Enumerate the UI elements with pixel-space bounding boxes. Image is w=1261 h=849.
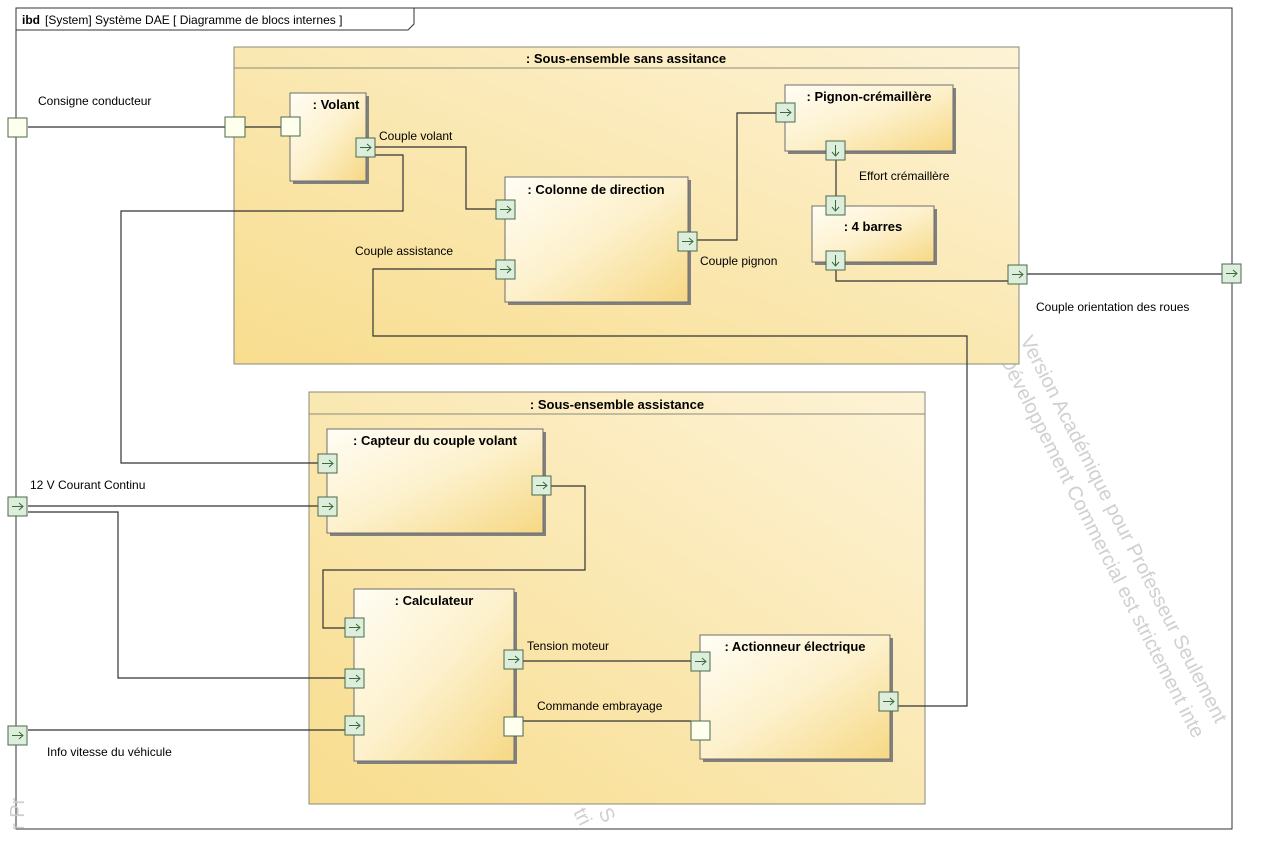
port-colonne-in-volant[interactable]: [495, 199, 516, 220]
connector-4barres-out[interactable]: [835, 270, 1008, 282]
port-capteur-in-courant[interactable]: [317, 496, 338, 517]
port-actionneur-embrayage[interactable]: [690, 720, 711, 741]
label-courant: 12 V Courant Continu: [30, 478, 145, 492]
port-calculateur-embrayage[interactable]: [503, 716, 524, 737]
right-arrow-icon: [1012, 270, 1024, 279]
port-pignon-out[interactable]: [825, 140, 846, 161]
port-calculateur-in-vitesse[interactable]: [344, 715, 365, 736]
down-arrow-icon: [831, 145, 840, 157]
label-couple-assistance: Couple assistance: [355, 244, 453, 258]
right-arrow-icon: [780, 108, 792, 117]
frame-tab: [16, 8, 415, 31]
label-tension: Tension moteur: [527, 639, 609, 653]
port-actionneur-in-tension[interactable]: [690, 651, 711, 672]
block-title-actionneur: : Actionneur électrique: [724, 639, 865, 654]
port-pignon-in[interactable]: [775, 102, 796, 123]
port-4barres-in[interactable]: [825, 195, 846, 216]
right-arrow-icon: [695, 657, 707, 666]
block-title-4-barres: : 4 barres: [844, 219, 903, 234]
port-calculateur-out-tension[interactable]: [503, 649, 524, 670]
right-arrow-icon: [1226, 269, 1238, 278]
right-arrow-icon: [883, 697, 895, 706]
block-title-capteur: : Capteur du couple volant: [353, 433, 518, 448]
port-colonne-in-assistance[interactable]: [495, 259, 516, 280]
port-4barres-out[interactable]: [825, 250, 846, 271]
port-capteur-in-couple[interactable]: [317, 453, 338, 474]
block-title-assistance: : Sous-ensemble assistance: [530, 397, 704, 412]
block-title-calculateur: : Calculateur: [395, 593, 474, 608]
down-arrow-icon: [831, 255, 840, 267]
frame-header: ibd[System] Système DAE [ Diagramme de b…: [22, 13, 342, 27]
label-consigne: Consigne conducteur: [38, 94, 151, 108]
port-capteur-out[interactable]: [531, 475, 552, 496]
block-volant[interactable]: [289, 92, 367, 182]
block-capteur-couple-volant[interactable]: [326, 428, 544, 534]
right-arrow-icon: [500, 205, 512, 214]
right-arrow-icon: [322, 502, 334, 511]
port-volant-out[interactable]: [355, 137, 376, 158]
port-calculateur-in-capteur[interactable]: [344, 617, 365, 638]
connectors: [28, 112, 1222, 731]
label-embrayage: Commande embrayage: [537, 699, 663, 713]
right-arrow-icon: [322, 459, 334, 468]
right-arrow-icon: [349, 721, 361, 730]
block-colonne-de-direction[interactable]: [504, 176, 689, 303]
label-couple-roues: Couple orientation des roues: [1036, 300, 1189, 314]
block-actionneur-electrique[interactable]: [699, 634, 891, 760]
right-arrow-icon: [500, 265, 512, 274]
right-arrow-icon: [682, 237, 694, 246]
label-couple-volant: Couple volant: [379, 129, 453, 143]
port-actionneur-out[interactable]: [878, 691, 899, 712]
block-pignon-cremaillere[interactable]: [784, 84, 954, 152]
watermark-fragment-left: r Pr: [7, 797, 29, 830]
down-arrow-icon: [831, 200, 840, 212]
connector-couple-volant[interactable]: [375, 146, 496, 210]
port-consigne-block[interactable]: [224, 116, 246, 138]
port-frame-courant[interactable]: [7, 496, 28, 517]
port-frame-roues[interactable]: [1221, 263, 1242, 284]
label-effort: Effort crémaillère: [859, 169, 950, 183]
right-arrow-icon: [349, 674, 361, 683]
connector-courant-calculateur[interactable]: [28, 511, 345, 679]
right-arrow-icon: [508, 655, 520, 664]
right-arrow-icon: [536, 481, 548, 490]
right-arrow-icon: [349, 623, 361, 632]
block-title-sans-assistance: : Sous-ensemble sans assitance: [526, 51, 726, 66]
connector-capteur-calculateur[interactable]: [322, 485, 586, 629]
port-colonne-out[interactable]: [677, 231, 698, 252]
label-couple-pignon: Couple pignon: [700, 254, 777, 268]
right-arrow-icon: [12, 731, 24, 740]
right-arrow-icon: [12, 502, 24, 511]
connector-couple-volant-capteur[interactable]: [120, 154, 404, 464]
block-title-colonne: : Colonne de direction: [527, 182, 664, 197]
label-vitesse: Info vitesse du véhicule: [47, 745, 172, 759]
connector-couple-assistance[interactable]: [372, 268, 968, 707]
port-sans-assistance-out[interactable]: [1007, 264, 1028, 285]
port-frame-vitesse[interactable]: [7, 725, 28, 746]
block-title-pignon: : Pignon-crémaillère: [807, 89, 932, 104]
port-consigne-frame[interactable]: [7, 117, 28, 138]
right-arrow-icon: [360, 143, 372, 152]
connector-couple-pignon[interactable]: [697, 112, 776, 241]
port-volant-in[interactable]: [280, 116, 301, 137]
port-calculateur-in-courant[interactable]: [344, 668, 365, 689]
block-title-volant: : Volant: [313, 97, 360, 112]
block-calculateur[interactable]: [353, 588, 515, 762]
